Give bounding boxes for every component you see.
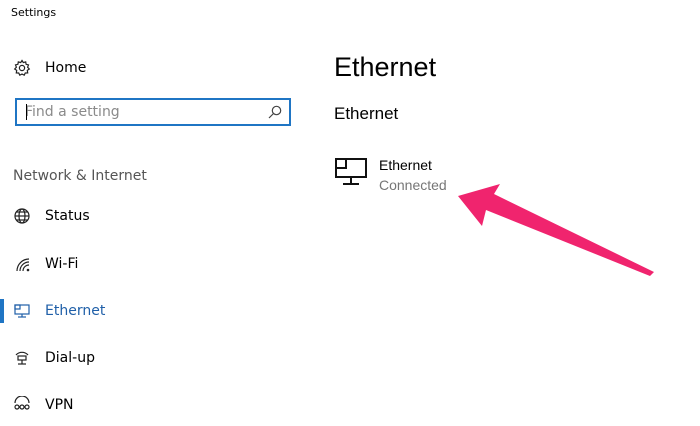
network-item[interactable]: Ethernet Connected (330, 152, 490, 198)
network-computer-icon (334, 157, 370, 187)
status-globe-icon (12, 206, 32, 226)
sidebar-item-ethernet[interactable]: Ethernet (0, 291, 300, 331)
sidebar-item-status[interactable]: Status (0, 196, 300, 236)
section-heading: Ethernet (334, 104, 399, 123)
page-title: Ethernet (334, 52, 437, 82)
sidebar-item-wifi[interactable]: Wi-Fi (0, 244, 300, 284)
home-nav-item[interactable]: Home (0, 48, 300, 88)
sidebar-item-label: Dial-up (45, 350, 95, 366)
sidebar-item-label: Wi-Fi (45, 256, 79, 272)
sidebar-item-vpn[interactable]: VPN (0, 385, 300, 425)
wifi-icon (12, 254, 32, 274)
home-label: Home (45, 60, 87, 76)
sidebar-item-dialup[interactable]: Dial-up (0, 338, 300, 378)
sidebar-item-label: Ethernet (45, 303, 106, 319)
sidebar-item-label: Status (45, 208, 90, 224)
search-box[interactable] (15, 98, 291, 126)
text-caret (26, 104, 27, 120)
search-icon[interactable] (267, 104, 283, 120)
dialup-icon (12, 348, 32, 368)
gear-icon (12, 58, 32, 78)
network-status: Connected (379, 177, 447, 193)
section-title: Network & Internet (13, 168, 147, 184)
selection-indicator (0, 299, 4, 323)
vpn-icon (12, 395, 32, 415)
sidebar: Home Network & Internet (0, 0, 310, 426)
ethernet-icon (12, 301, 32, 321)
network-name: Ethernet (379, 157, 432, 173)
window-title: Settings (11, 6, 57, 19)
sidebar-item-label: VPN (45, 397, 74, 413)
search-input[interactable] (17, 100, 273, 124)
